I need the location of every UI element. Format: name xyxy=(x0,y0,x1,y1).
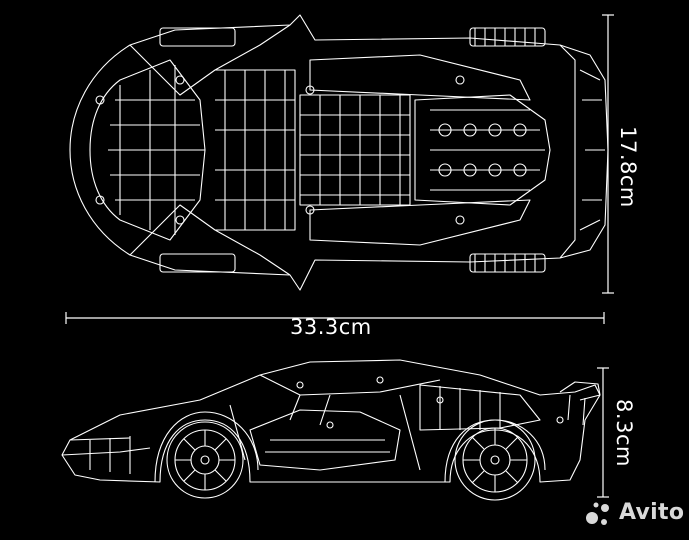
height-label: 8.3cm xyxy=(612,385,636,480)
side-view-drawing xyxy=(61,359,601,501)
length-dimension-line xyxy=(65,312,605,324)
height-label-text: 8.3cm xyxy=(612,398,636,467)
front-wheel xyxy=(166,421,244,499)
top-view-body-outline xyxy=(69,14,609,291)
watermark-text: Avito xyxy=(619,500,685,525)
length-label: 33.3cm xyxy=(290,315,372,339)
side-view-body-outline xyxy=(61,359,601,483)
watermark: Avito xyxy=(585,497,685,531)
height-dimension-line xyxy=(597,367,609,498)
width-dimension-line xyxy=(602,14,614,294)
width-label-text: 17.8cm xyxy=(616,126,640,208)
watermark-logo xyxy=(586,502,609,525)
width-label: 17.8cm xyxy=(616,112,640,222)
